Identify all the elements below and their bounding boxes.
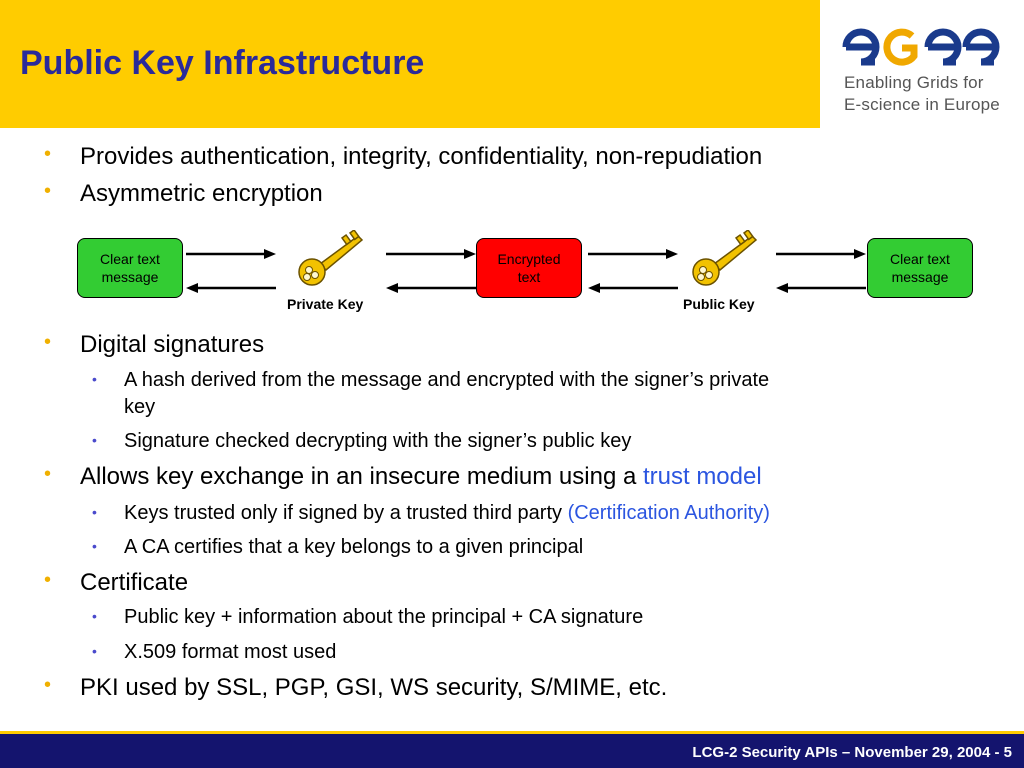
arrow-right-icon [588,249,678,259]
arrow-left-icon [776,283,866,293]
bullet-dot-icon: • [92,432,97,448]
footer-text: LCG-2 Security APIs – November 29, 2004 … [692,744,1012,761]
header-band [0,0,820,128]
header-rule [0,128,1024,131]
bullet-dot-icon: • [92,643,97,659]
slide-title: Public Key Infrastructure [20,44,425,82]
footer-rule [0,731,1024,734]
bullet-dot-icon: • [92,371,97,387]
arrow-left-icon [588,283,678,293]
arrow-right-icon [776,249,866,259]
logo-tagline-2: E-science in Europe [844,95,1000,114]
arrow-left-icon [186,283,276,293]
logo-tagline-1: Enabling Grids for [844,73,984,92]
bullet-dot-icon: • [44,143,52,165]
footer-band [0,734,1024,768]
arrow-right-icon [186,249,276,259]
bullet-dot-icon: • [44,331,52,353]
bullet-dot-icon: • [92,538,97,554]
arrow-left-icon [386,283,476,293]
certification-authority-text: (Certification Authority) [567,502,770,524]
bullet-dot-icon: • [92,608,97,624]
public-key-icon [692,230,758,286]
private-key-label: Private Key [287,296,364,312]
bullet-dot-icon: • [44,674,52,696]
trust-model-link: trust model [642,463,762,490]
public-key-label: Public Key [683,296,755,312]
bullet-dot-icon: • [44,569,52,591]
bullet-dot-icon: • [44,463,52,485]
bullet-dot-icon: • [92,504,97,520]
egee-logo-icon [842,28,1000,66]
private-key-icon [298,230,364,286]
bullet-dot-icon: • [44,180,52,202]
arrow-right-icon [386,249,476,259]
